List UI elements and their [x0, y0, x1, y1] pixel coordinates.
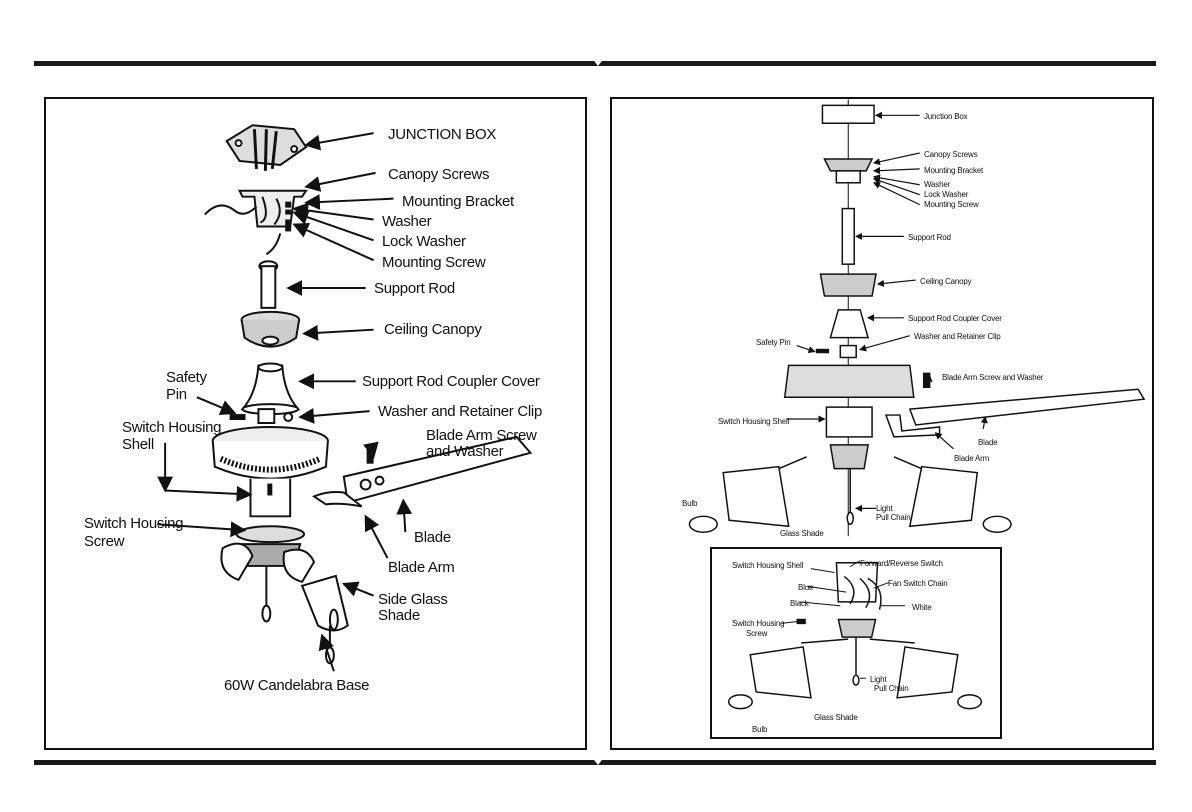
- safety-pin-part: [229, 408, 294, 424]
- r-label-mounting-screw: Mounting Screw: [924, 200, 979, 209]
- inset-label-switch-housing-screw-line1: Switch Housing: [732, 619, 785, 628]
- inset-glass-shade-left: [749, 646, 812, 699]
- r-label-blade-arm: Blade Arm: [954, 454, 990, 463]
- label-washer: Washer: [382, 213, 432, 230]
- top-rule: [34, 61, 1156, 66]
- inset-label-blue: Blue: [798, 583, 814, 592]
- r-label-support-rod: Support Rod: [908, 233, 951, 242]
- label-side-glass-line1: Side Glass: [378, 591, 448, 608]
- coupler-cover-part: [240, 362, 301, 416]
- r-label-lock-washer: Lock Washer: [924, 190, 969, 199]
- right-blade-part: [908, 388, 1146, 426]
- inset-switch-housing-part: [835, 561, 879, 603]
- wiring-inset: Switch Housing Shell Forward/Reverse Swi…: [710, 547, 1002, 739]
- right-canopy-part: [819, 273, 877, 297]
- right-bracket-part: [823, 158, 874, 172]
- label-blade-arm-screw-line2: and Washer: [426, 443, 504, 460]
- motor-housing-part: [211, 425, 329, 480]
- label-switch-housing-screw-line1: Switch Housing: [84, 515, 184, 532]
- right-glass-shade-right: [908, 465, 979, 528]
- right-switch-housing-part: [825, 406, 873, 438]
- label-switch-housing-shell-line2: Shell: [122, 436, 154, 453]
- label-coupler-cover: Support Rod Coupler Cover: [362, 373, 540, 390]
- inset-label-glass-shade: Glass Shade: [814, 713, 858, 722]
- label-switch-housing-shell-line1: Switch Housing: [122, 419, 222, 436]
- inset-label-white: White: [912, 603, 932, 612]
- inset-label-light-line1: Light: [870, 675, 887, 684]
- inset-label-light-line2: Pull Chain: [874, 684, 909, 693]
- inset-label-switch-housing-shell: Switch Housing Shell: [732, 561, 804, 570]
- r-label-safety-pin: Safety Pin: [756, 338, 791, 347]
- blade-part: [311, 435, 533, 508]
- right-motor-part: [783, 364, 915, 398]
- r-label-switch-housing-shell: Switch Housing Shell: [718, 417, 790, 426]
- light-kit-part: [220, 542, 349, 665]
- inset-label-forward-reverse: Forward/Reverse Switch: [860, 559, 943, 568]
- r-label-washer: Washer: [924, 180, 951, 189]
- right-bulb-left: [688, 515, 718, 533]
- right-fan-diagram: [688, 99, 1146, 537]
- bottom-rule: [34, 760, 1156, 765]
- r-label-mounting-bracket: Mounting Bracket: [924, 166, 984, 175]
- right-junction-box-part: [821, 104, 875, 124]
- r-label-light-line1: Light: [876, 504, 893, 513]
- r-label-junction-box: Junction Box: [924, 112, 968, 121]
- label-washer-retainer-clip: Washer and Retainer Clip: [378, 403, 542, 420]
- top-rule-notch: [591, 57, 605, 66]
- right-bulb-right: [982, 515, 1012, 533]
- label-lock-washer: Lock Washer: [382, 233, 466, 250]
- label-blade-arm: Blade Arm: [388, 559, 455, 576]
- r-label-washer-retainer: Washer and Retainer Clip: [914, 332, 1001, 341]
- label-canopy-screws: Canopy Screws: [388, 166, 490, 183]
- label-ceiling-canopy: Ceiling Canopy: [384, 321, 482, 338]
- bottom-rule-notch: [591, 756, 605, 765]
- label-side-glass-line2: Shade: [378, 607, 420, 624]
- r-label-blade-arm-screw: Blade Arm Screw and Washer: [942, 373, 1044, 382]
- mounting-bracket-part: [204, 189, 308, 256]
- support-rod-part: [258, 260, 279, 309]
- inset-label-fan-switch-chain: Fan Switch Chain: [888, 579, 948, 588]
- label-safety-pin-line1: Safety: [166, 369, 207, 386]
- label-mounting-bracket: Mounting Bracket: [402, 193, 514, 210]
- r-label-canopy-screws: Canopy Screws: [924, 150, 978, 159]
- r-label-ceiling-canopy: Ceiling Canopy: [920, 277, 972, 286]
- r-label-coupler-cover: Support Rod Coupler Cover: [908, 314, 1002, 323]
- inset-bulb-left: [727, 694, 753, 710]
- label-blade: Blade: [414, 529, 451, 546]
- left-fan-diagram: [157, 124, 533, 672]
- ceiling-canopy-part: [240, 310, 301, 348]
- inset-bulb-right: [957, 694, 983, 710]
- switch-housing-part: [235, 478, 306, 544]
- right-support-rod-part: [841, 207, 855, 265]
- label-switch-housing-screw-line2: Screw: [84, 533, 125, 550]
- wiring-inset-diagram: [727, 560, 983, 710]
- right-glass-shade-left: [722, 465, 790, 528]
- label-junction-box: JUNCTION BOX: [388, 126, 497, 143]
- r-label-glass-shade: Glass Shade: [780, 529, 824, 538]
- exploded-view-panel-right: Junction Box Canopy Screws Mounting Brac…: [610, 97, 1154, 750]
- exploded-view-panel-left: JUNCTION BOX Canopy Screws Mounting Brac…: [44, 97, 587, 750]
- label-mounting-screw: Mounting Screw: [382, 254, 486, 271]
- inset-label-black: Black: [790, 599, 809, 608]
- junction-box-part: [225, 124, 308, 171]
- r-label-bulb: Bulb: [682, 499, 698, 508]
- r-label-light-line2: Pull Chain: [876, 513, 911, 522]
- label-support-rod: Support Rod: [374, 280, 455, 297]
- inset-label-bulb: Bulb: [752, 725, 768, 734]
- label-safety-pin-line2: Pin: [166, 386, 187, 403]
- right-coupler-part: [829, 309, 870, 339]
- inset-label-switch-housing-screw-line2: Screw: [746, 629, 768, 638]
- label-blade-arm-screw-line1: Blade Arm Screw: [426, 427, 537, 444]
- label-candelabra-base: 60W Candelabra Base: [224, 677, 370, 694]
- r-label-blade: Blade: [978, 438, 998, 447]
- inset-glass-shade-right: [896, 646, 959, 699]
